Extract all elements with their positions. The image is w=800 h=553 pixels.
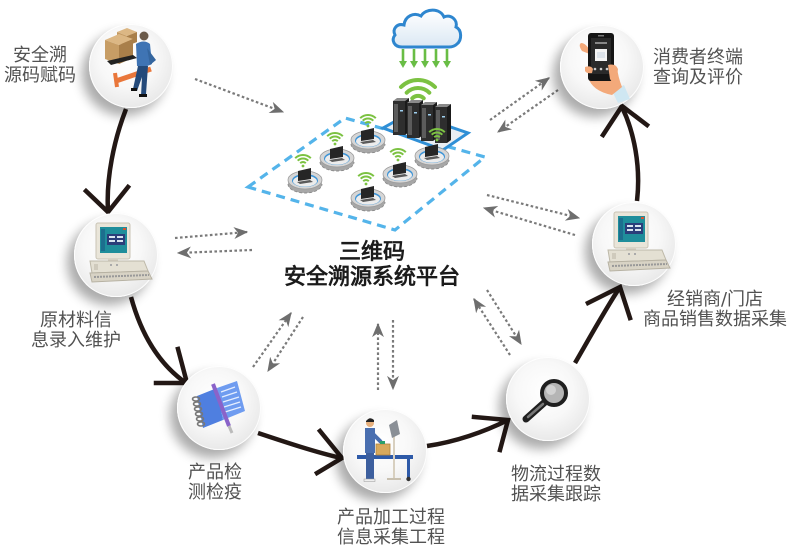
node-label-product-inspection: 产品检 测检疫 [165, 463, 265, 503]
sync-arrow-retail-to-platform [482, 206, 576, 237]
process-flow-arrows [82, 102, 651, 477]
label-line: 商品销售数据采集 [643, 309, 787, 330]
wifi-icon [389, 147, 407, 163]
desktop-computer-icon [89, 222, 153, 283]
terminal-station-icon [382, 161, 418, 188]
arrowhead [313, 427, 346, 477]
worker-carrying-boxes-icon [105, 28, 156, 97]
terminal-station-icon [319, 145, 355, 172]
node-consumer-query [560, 25, 644, 109]
platform-title-line2: 安全溯源系统平台 [283, 265, 460, 290]
label-line: 源码赋码 [4, 65, 76, 86]
sync-arrow-raw-material-to-platform [174, 227, 249, 240]
platform-title: 三维码 安全溯源系统平台 [262, 240, 482, 290]
arrowhead [584, 283, 633, 321]
label-line: 息录入维护 [31, 330, 121, 351]
download-arrows-icon [399, 49, 451, 68]
node-label-logistics-tracking: 物流过程数 据采集跟踪 [496, 465, 616, 505]
label-line: 信息采集工程 [337, 527, 445, 548]
node-raw-material-entry [74, 213, 158, 297]
wifi-icon [294, 153, 312, 169]
sync-arrow-inspection-to-platform [252, 312, 292, 368]
node-logistics-tracking [506, 357, 590, 441]
node-retail-sales [592, 202, 676, 286]
node-label-raw-material-entry: 原材料信 息录入维护 [16, 311, 136, 351]
node-label-retail-sales: 经销商/门店 商品销售数据采集 [635, 290, 795, 330]
flow-arrow-logistics-to-retail [573, 285, 622, 365]
flow-arrow-inspection-to-processing [257, 430, 342, 461]
label-line: 据采集跟踪 [511, 484, 601, 505]
sync-arrow-platform-to-logistics [486, 289, 522, 346]
terminal-station-icon [350, 127, 386, 154]
magnifier-icon [522, 379, 568, 423]
node-label-processing-collection: 产品加工过程 信息采集工程 [321, 508, 461, 548]
arrowhead [599, 102, 651, 139]
node-label-consumer-query: 消费者终端 查询及评价 [653, 48, 743, 88]
phone-in-hand-icon [579, 33, 630, 103]
node-product-inspection [177, 366, 261, 450]
label-line: 测检疫 [188, 482, 242, 503]
sync-arrow-platform-to-retail [486, 193, 581, 221]
sync-arrow-logistics-to-platform [473, 297, 511, 356]
label-line: 消费者终端 [653, 47, 743, 68]
data-sync-arrows [174, 77, 581, 391]
wifi-icon [359, 113, 377, 129]
arrowhead [471, 414, 511, 453]
notebook-icon [191, 381, 245, 434]
label-line: 产品检 [188, 462, 242, 483]
label-line: 产品加工过程 [337, 507, 445, 528]
terminal-station-icon [287, 167, 323, 194]
node-processing-collection [343, 409, 427, 493]
flow-arrow-raw-material-to-inspection [128, 296, 188, 385]
label-line: 查询及评价 [653, 67, 743, 88]
label-line: 经销商/门店 [666, 289, 764, 310]
terminal-station-icon [350, 185, 386, 212]
server-rack-icon [379, 98, 472, 152]
node-label-security-coding: 安全溯 源码赋码 [0, 46, 80, 86]
server-wifi-icon [399, 77, 437, 101]
sync-arrow-coding-to-platform [194, 77, 285, 114]
label-line: 原材料信 [40, 310, 112, 331]
sync-arrow-platform-to-raw-material [176, 246, 253, 259]
cloud-icon [391, 8, 463, 68]
label-line: 物流过程数 [511, 464, 601, 485]
sync-arrow-consumer-to-platform [497, 89, 559, 133]
flow-arrow-processing-to-logistics [426, 417, 510, 449]
sync-arrow-platform-to-inspection [267, 316, 304, 372]
arrowhead [82, 183, 132, 216]
flow-arrow-coding-to-raw-material [105, 108, 129, 212]
platform-title-line1: 三维码 [338, 240, 405, 265]
flow-arrow-retail-to-consumer [619, 106, 641, 202]
label-line: 安全溯 [13, 45, 67, 66]
platform-boundary [244, 116, 489, 232]
wifi-icon [326, 131, 344, 147]
conveyor-worker-icon [357, 418, 413, 482]
wifi-icon [357, 171, 375, 187]
node-security-coding [89, 24, 173, 108]
desktop-computer-icon [607, 211, 671, 272]
sync-arrow-platform-to-consumer [489, 77, 550, 121]
